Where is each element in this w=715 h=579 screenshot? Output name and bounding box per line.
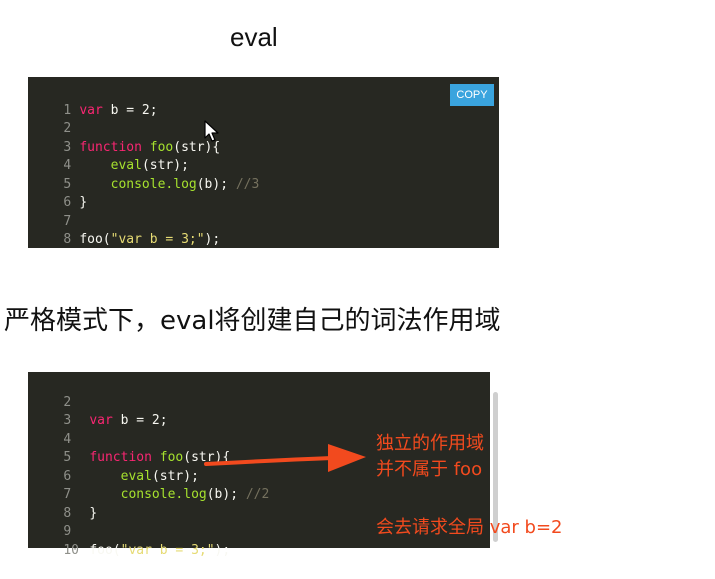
code-comment: //3 [235,176,260,192]
line-number: 5 [63,450,72,465]
annotation-not-belong-foo: 并不属于 foo [376,459,483,480]
code-function-name: foo [159,450,184,465]
code-text: ); [204,232,221,247]
code-line: 8 foo("var b = 3;"); [28,213,499,247]
code-keyword: var [79,102,103,118]
line-number: 6 [63,195,72,210]
line-number: 4 [63,431,72,447]
code-indent [89,469,120,484]
line-number: 7 [63,213,72,229]
code-text: foo( [89,542,121,558]
code-text: (str); [151,468,199,484]
line-number: 3 [63,413,72,428]
code-line: 6 eval(str); [28,449,490,484]
code-comment: //2 [245,487,270,502]
line-number: 8 [63,232,72,247]
line-number: 7 [63,487,72,502]
line-number: 1 [63,102,72,118]
code-text: ); [214,542,231,558]
code-space [142,140,150,155]
code-function-name: eval [110,158,142,173]
code-text: (str){ [173,139,221,155]
code-text: b = 2; [102,102,158,118]
code-text: } [89,505,98,521]
code-function-name: foo [149,139,174,155]
code-text: (b); [206,487,246,502]
mouse-pointer-icon [204,120,220,148]
copy-button[interactable]: COPY [450,84,494,106]
code-line: 6} [28,176,499,210]
code-line: 1 var b = 2; [28,83,499,118]
code-text: (str){ [183,450,231,465]
code-line: 10 foo("var b = 3;"); [28,523,490,558]
code-line: 4 eval(str); [28,139,499,173]
code-line: 5 console.log(b); //3 [28,157,499,192]
heading-strict-mode: 严格模式下，eval将创建自己的词法作用域 [4,306,501,336]
code-block-1[interactable]: 1 var b = 2; 2 3 function foo(str){ 4 eval… [28,77,499,248]
code-text: (str); [141,158,189,173]
code-line: 2 [28,375,490,410]
code-line: 2 [28,102,499,136]
code-line: 4 [28,412,490,447]
code-string: "var b = 3;" [120,542,215,558]
code-keyword: function [89,450,152,465]
code-indent [89,487,120,502]
code-block-2-scrollbar[interactable] [493,392,498,542]
line-number: 5 [63,176,72,192]
line-number: 10 [63,542,79,558]
code-line: 3 function foo(str){ [28,120,499,155]
code-line: 3 var b = 2; [28,394,490,428]
code-indent [79,158,110,173]
code-keyword: var [89,413,113,428]
code-function-name: console.log [120,487,207,502]
code-text: (b); [196,176,236,192]
code-text: } [79,195,88,210]
code-function-name: console.log [110,176,197,192]
code-text: b = 2; [112,413,168,428]
line-number: 2 [63,121,72,136]
line-number: 9 [63,524,72,539]
line-number: 2 [63,394,72,410]
code-text: foo( [79,232,111,247]
code-space [152,450,160,465]
code-string: "var b = 3;" [110,232,205,247]
line-number: 8 [63,505,72,521]
line-number: 3 [63,139,72,155]
heading-eval: eval [230,22,278,52]
code-line: 7 [28,194,499,229]
code-function-name: eval [120,468,152,484]
red-arrow-icon [200,438,370,486]
code-line: 5 function foo(str){ [28,431,490,465]
code-keyword: function [79,139,142,155]
annotation-independent-scope: 独立的作用域 [376,433,484,454]
code-line: 9 [28,505,490,539]
code-line: 8} [28,486,490,521]
line-number: 6 [63,468,72,484]
code-indent [79,177,110,192]
annotation-global-request: 会去请求全局 var b=2 [376,517,563,538]
code-line: 7 console.log(b); //2 [28,468,490,502]
line-number: 4 [63,158,72,173]
